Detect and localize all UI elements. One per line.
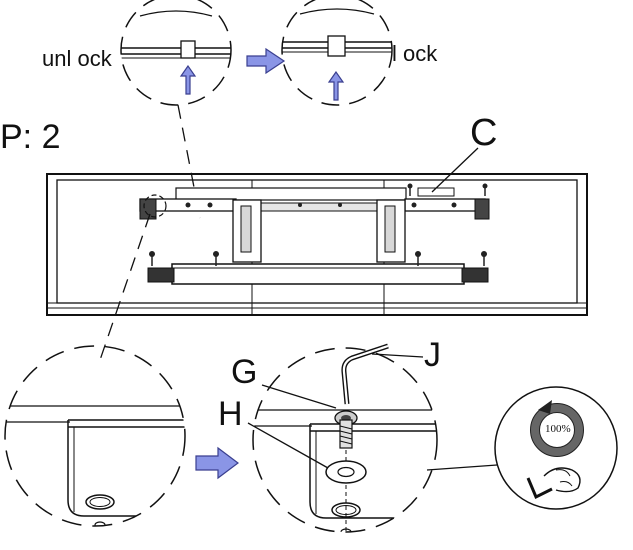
transition-arrow-icon bbox=[246, 47, 286, 75]
lock-label: l ock bbox=[392, 41, 438, 66]
bolt-part-g bbox=[334, 410, 358, 449]
part-label-c: C bbox=[470, 112, 498, 154]
push-up-arrow-icon bbox=[179, 64, 197, 95]
washer-part-h bbox=[325, 460, 367, 484]
push-up-arrow-icon bbox=[327, 70, 345, 101]
lock-detail bbox=[281, 0, 393, 106]
transition-arrow-icon bbox=[195, 446, 239, 480]
main-frame bbox=[46, 173, 588, 316]
part-label-j: J bbox=[424, 336, 441, 374]
unlock-detail bbox=[120, 0, 232, 106]
hand-wrench-icon bbox=[526, 467, 581, 500]
part-label-h: H bbox=[218, 395, 243, 433]
rotation-arrow-icon bbox=[530, 400, 584, 457]
part-label-g: G bbox=[231, 353, 258, 391]
bracket-detail-before bbox=[4, 345, 186, 527]
unlock-label: unl ock bbox=[42, 46, 112, 71]
bracket-detail-after bbox=[252, 343, 438, 533]
step-label: P: 2 bbox=[0, 118, 61, 156]
torque-instruction bbox=[494, 386, 618, 510]
torque-label: 100% bbox=[545, 423, 571, 435]
